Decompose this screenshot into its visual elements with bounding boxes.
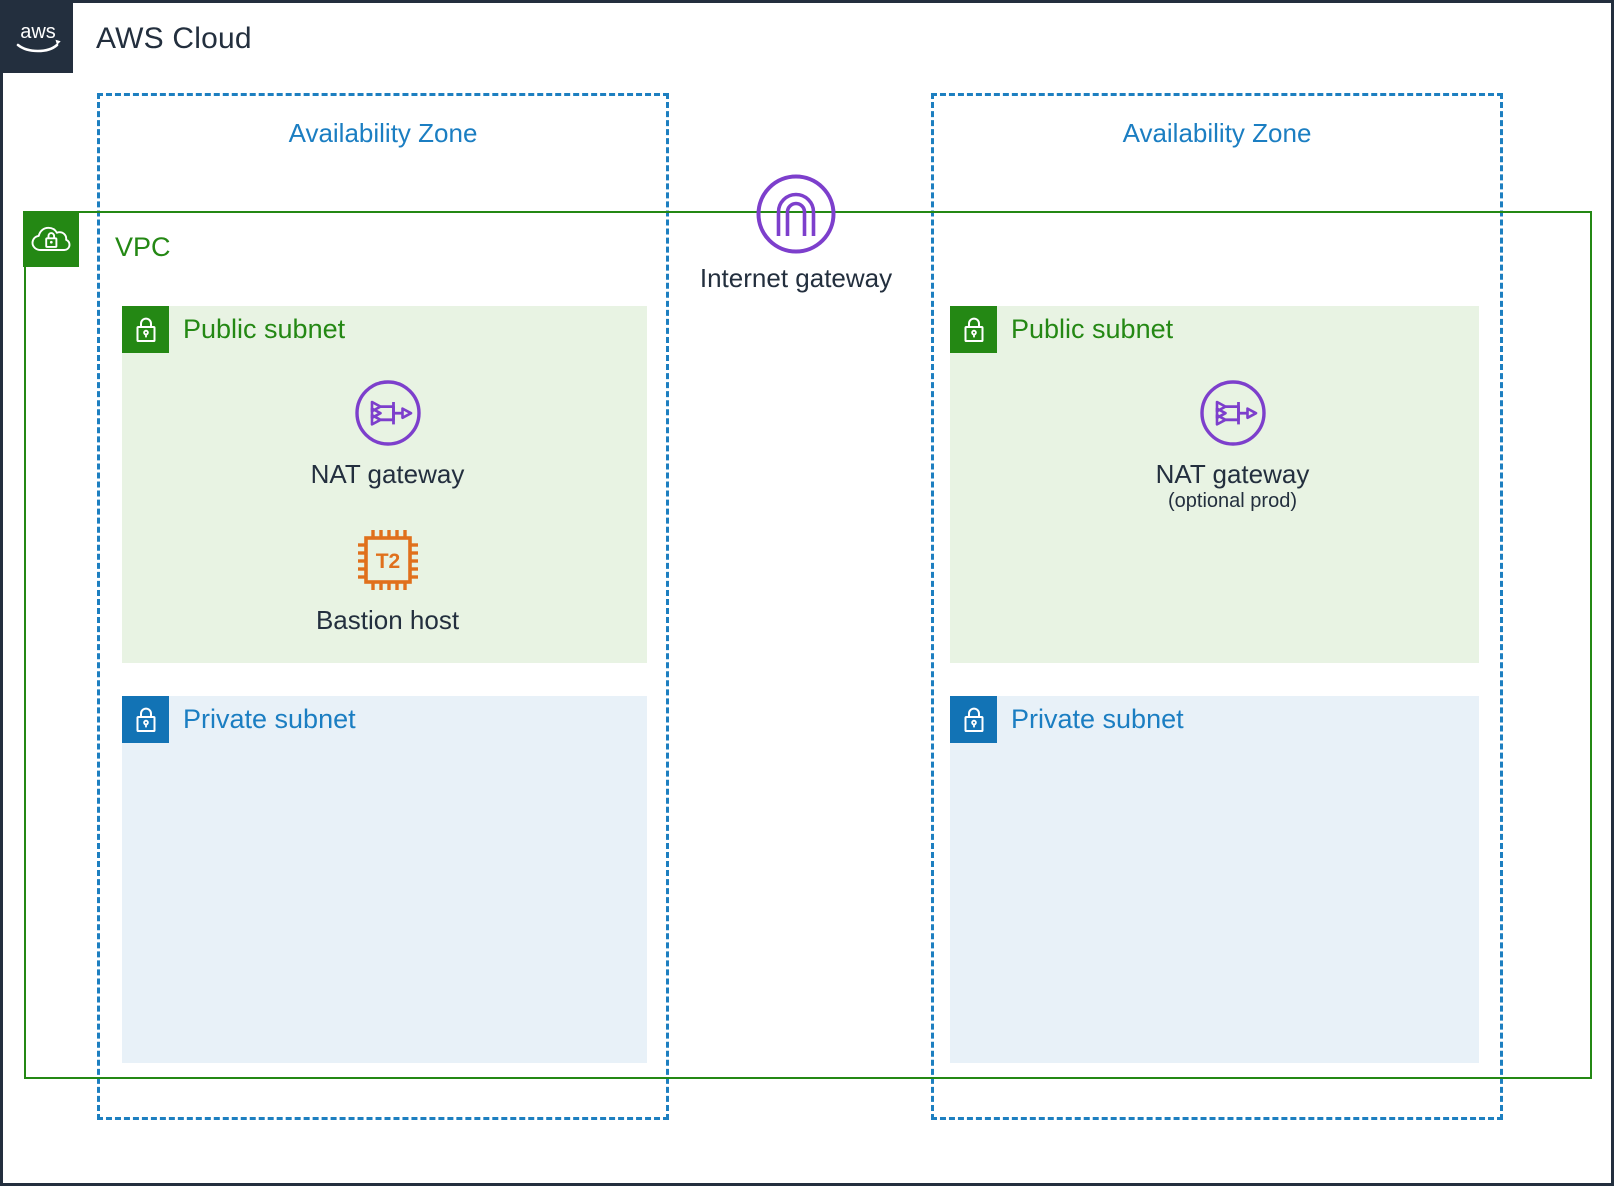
availability-zone-right-label: Availability Zone <box>1122 118 1312 148</box>
nat-gateway-left: NAT gateway <box>250 378 525 488</box>
page-title: AWS Cloud <box>96 22 252 55</box>
internet-gateway: Internet gateway <box>665 172 927 292</box>
vpc-cloud-lock-icon <box>23 211 79 267</box>
public-subnet-right-header: Public subnet <box>950 306 1173 353</box>
nat-gateway-right-sublabel: (optional prod) <box>1168 490 1297 513</box>
private-subnet-left: Private subnet <box>122 696 647 1063</box>
vpc-boundary <box>24 211 1592 1079</box>
public-subnet-left: Public subnet <box>122 306 647 663</box>
vpc-label: VPC <box>115 232 171 262</box>
nat-gateway-right-label: NAT gateway <box>1155 459 1310 489</box>
nat-gateway-icon <box>354 380 421 446</box>
public-subnet-left-header: Public subnet <box>122 306 345 353</box>
aws-logo-icon: aws <box>3 3 73 73</box>
availability-zone-left-label: Availability Zone <box>288 118 478 148</box>
lock-icon <box>122 696 169 743</box>
nat-gateway-icon <box>1199 380 1266 446</box>
bastion-host-left: T2 Bastion host <box>250 526 525 634</box>
svg-text:aws: aws <box>20 21 56 43</box>
lock-icon <box>950 696 997 743</box>
private-subnet-left-header: Private subnet <box>122 696 356 743</box>
ec2-instance-type-text: T2 <box>375 550 400 573</box>
public-subnet-right: Public subnet <box>950 306 1479 663</box>
ec2-t2-instance-icon: T2 <box>357 530 418 590</box>
lock-icon <box>950 306 997 353</box>
private-subnet-right-header: Private subnet <box>950 696 1184 743</box>
bastion-host-left-label: Bastion host <box>315 605 460 635</box>
public-subnet-left-label: Public subnet <box>183 314 346 344</box>
lock-icon <box>122 306 169 353</box>
private-subnet-right: Private subnet <box>950 696 1479 1063</box>
availability-zone-left: Availability Zone <box>97 93 669 1120</box>
availability-zone-right: Availability Zone <box>931 93 1503 1120</box>
internet-gateway-label: Internet gateway <box>699 263 893 293</box>
public-subnet-right-label: Public subnet <box>1011 314 1174 344</box>
internet-gateway-icon <box>756 174 836 254</box>
private-subnet-right-label: Private subnet <box>1011 704 1184 734</box>
nat-gateway-left-label: NAT gateway <box>310 459 465 489</box>
nat-gateway-right: NAT gateway (optional prod) <box>1095 378 1370 513</box>
private-subnet-left-label: Private subnet <box>183 704 356 734</box>
